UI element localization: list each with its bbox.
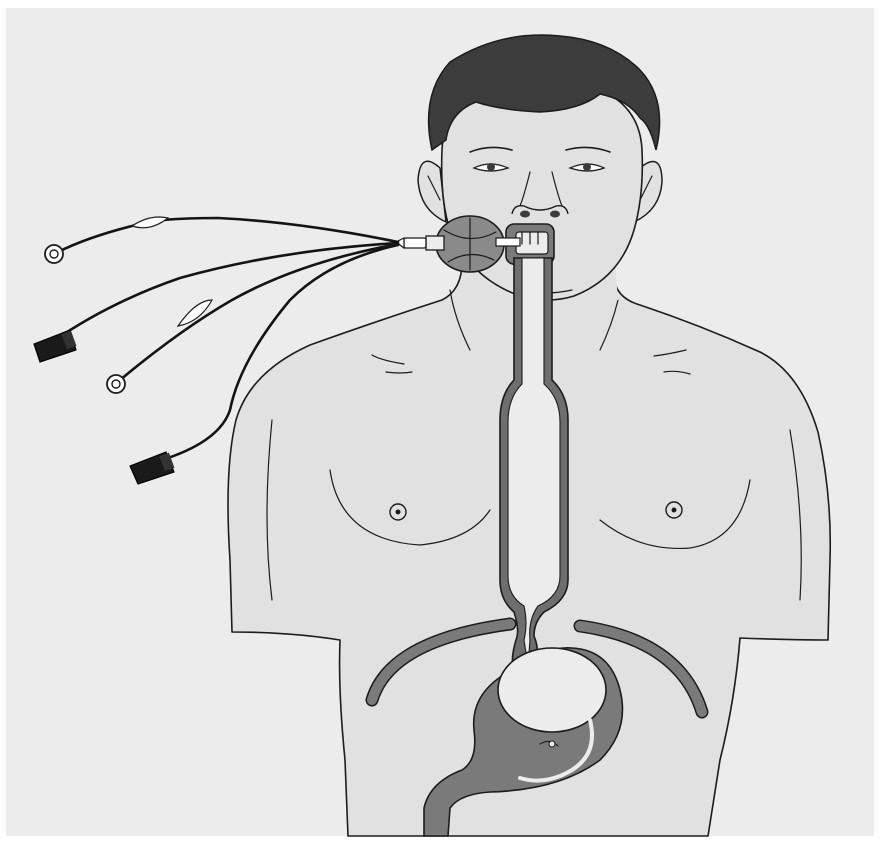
ring-connector-2 (107, 375, 125, 393)
ring-connector-1 (45, 245, 63, 263)
